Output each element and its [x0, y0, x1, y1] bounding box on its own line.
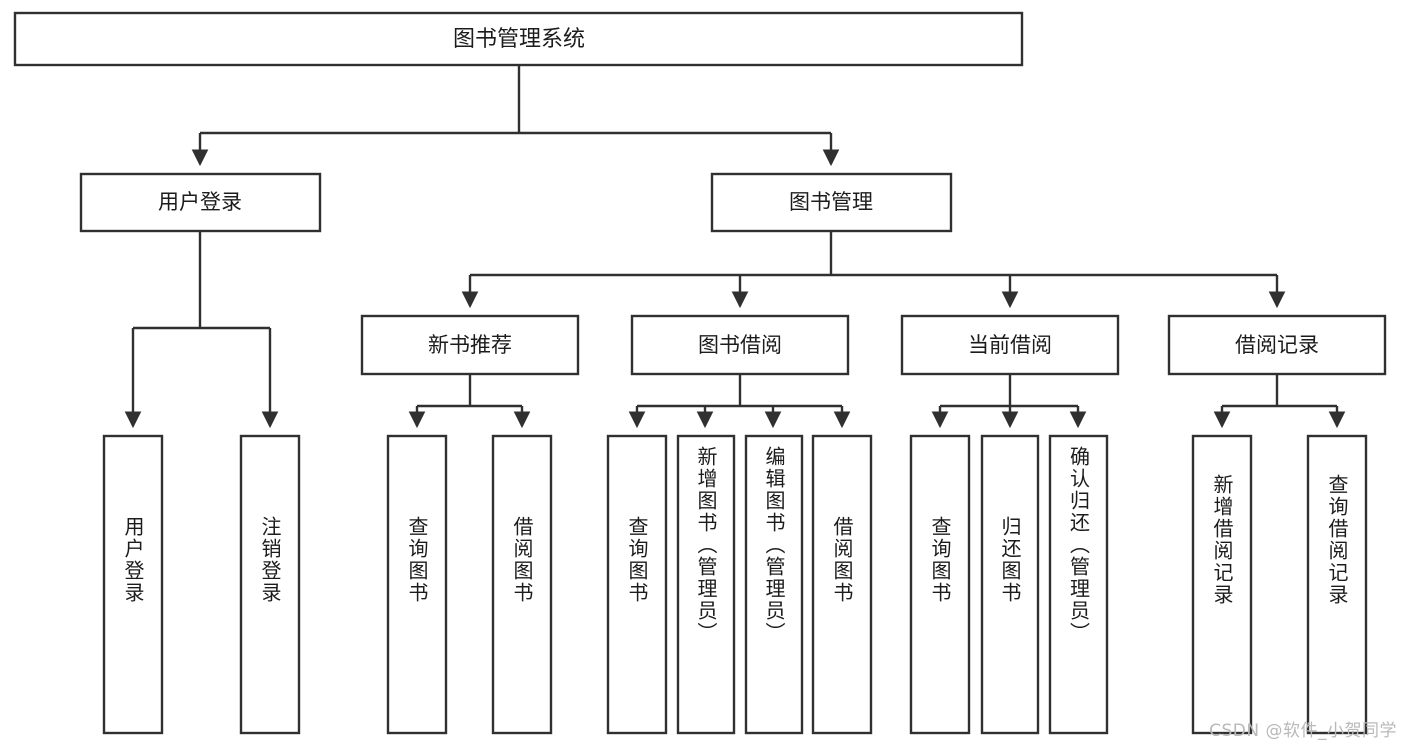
node-root-label: 图书管理系统 — [453, 27, 585, 52]
node-new-book-recommend-box[interactable] — [360, 314, 580, 376]
leaf-box-borrow-record-2[interactable] — [1306, 434, 1368, 735]
node-borrow-record[interactable]: 借阅记录 — [1167, 314, 1387, 376]
leaf-box-current-borrow-3[interactable] — [1048, 434, 1109, 735]
leaf-box-book-borrow-4[interactable] — [811, 434, 873, 735]
node-book-manage-box[interactable] — [710, 172, 953, 233]
leaf-box-new-book-2[interactable] — [491, 434, 553, 735]
leaf-boxes-current-borrow — [909, 434, 1109, 735]
node-book-borrow-box[interactable] — [630, 314, 850, 376]
leaf-box-borrow-record-1[interactable] — [1191, 434, 1253, 735]
leaf-box-user-login-2[interactable] — [239, 434, 301, 735]
leaf-box-book-borrow-2[interactable] — [676, 434, 736, 735]
node-borrow-record-label: 借阅记录 — [1235, 333, 1319, 357]
leaf-box-user-login-1[interactable] — [102, 434, 164, 735]
leaf-boxes-new-book-recommend — [386, 434, 553, 735]
node-book-manage[interactable]: 图书管理 — [710, 172, 953, 233]
node-user-login-box[interactable] — [79, 172, 322, 233]
node-root-box[interactable] — [13, 11, 1024, 67]
node-current-borrow[interactable]: 当前借阅 — [900, 314, 1120, 376]
node-book-borrow-label: 图书借阅 — [698, 333, 782, 357]
node-user-login-label: 用户登录 — [158, 190, 242, 214]
node-user-login[interactable]: 用户登录 — [79, 172, 322, 233]
leaf-boxes-book-borrow — [606, 434, 873, 735]
node-new-book-recommend-label: 新书推荐 — [428, 333, 512, 357]
node-book-manage-label: 图书管理 — [789, 190, 873, 214]
node-borrow-record-box[interactable] — [1167, 314, 1387, 376]
csdn-watermark: CSDN @软件_小贺同学 — [1209, 721, 1397, 741]
node-current-borrow-label: 当前借阅 — [968, 333, 1052, 357]
node-new-book-recommend[interactable]: 新书推荐 — [360, 314, 580, 376]
connector-layer — [124, 65, 1346, 429]
node-book-borrow[interactable]: 图书借阅 — [630, 314, 850, 376]
node-root[interactable]: 图书管理系统 — [13, 11, 1024, 67]
leaf-boxes-borrow-record — [1191, 434, 1368, 735]
node-current-borrow-box[interactable] — [900, 314, 1120, 376]
leaf-boxes-user-login — [102, 434, 301, 735]
leaf-box-book-borrow-3[interactable] — [744, 434, 804, 735]
leaf-box-current-borrow-1[interactable] — [909, 434, 971, 735]
leaf-box-new-book-1[interactable] — [386, 434, 448, 735]
leaf-box-current-borrow-2[interactable] — [980, 434, 1040, 735]
leaf-box-book-borrow-1[interactable] — [606, 434, 668, 735]
